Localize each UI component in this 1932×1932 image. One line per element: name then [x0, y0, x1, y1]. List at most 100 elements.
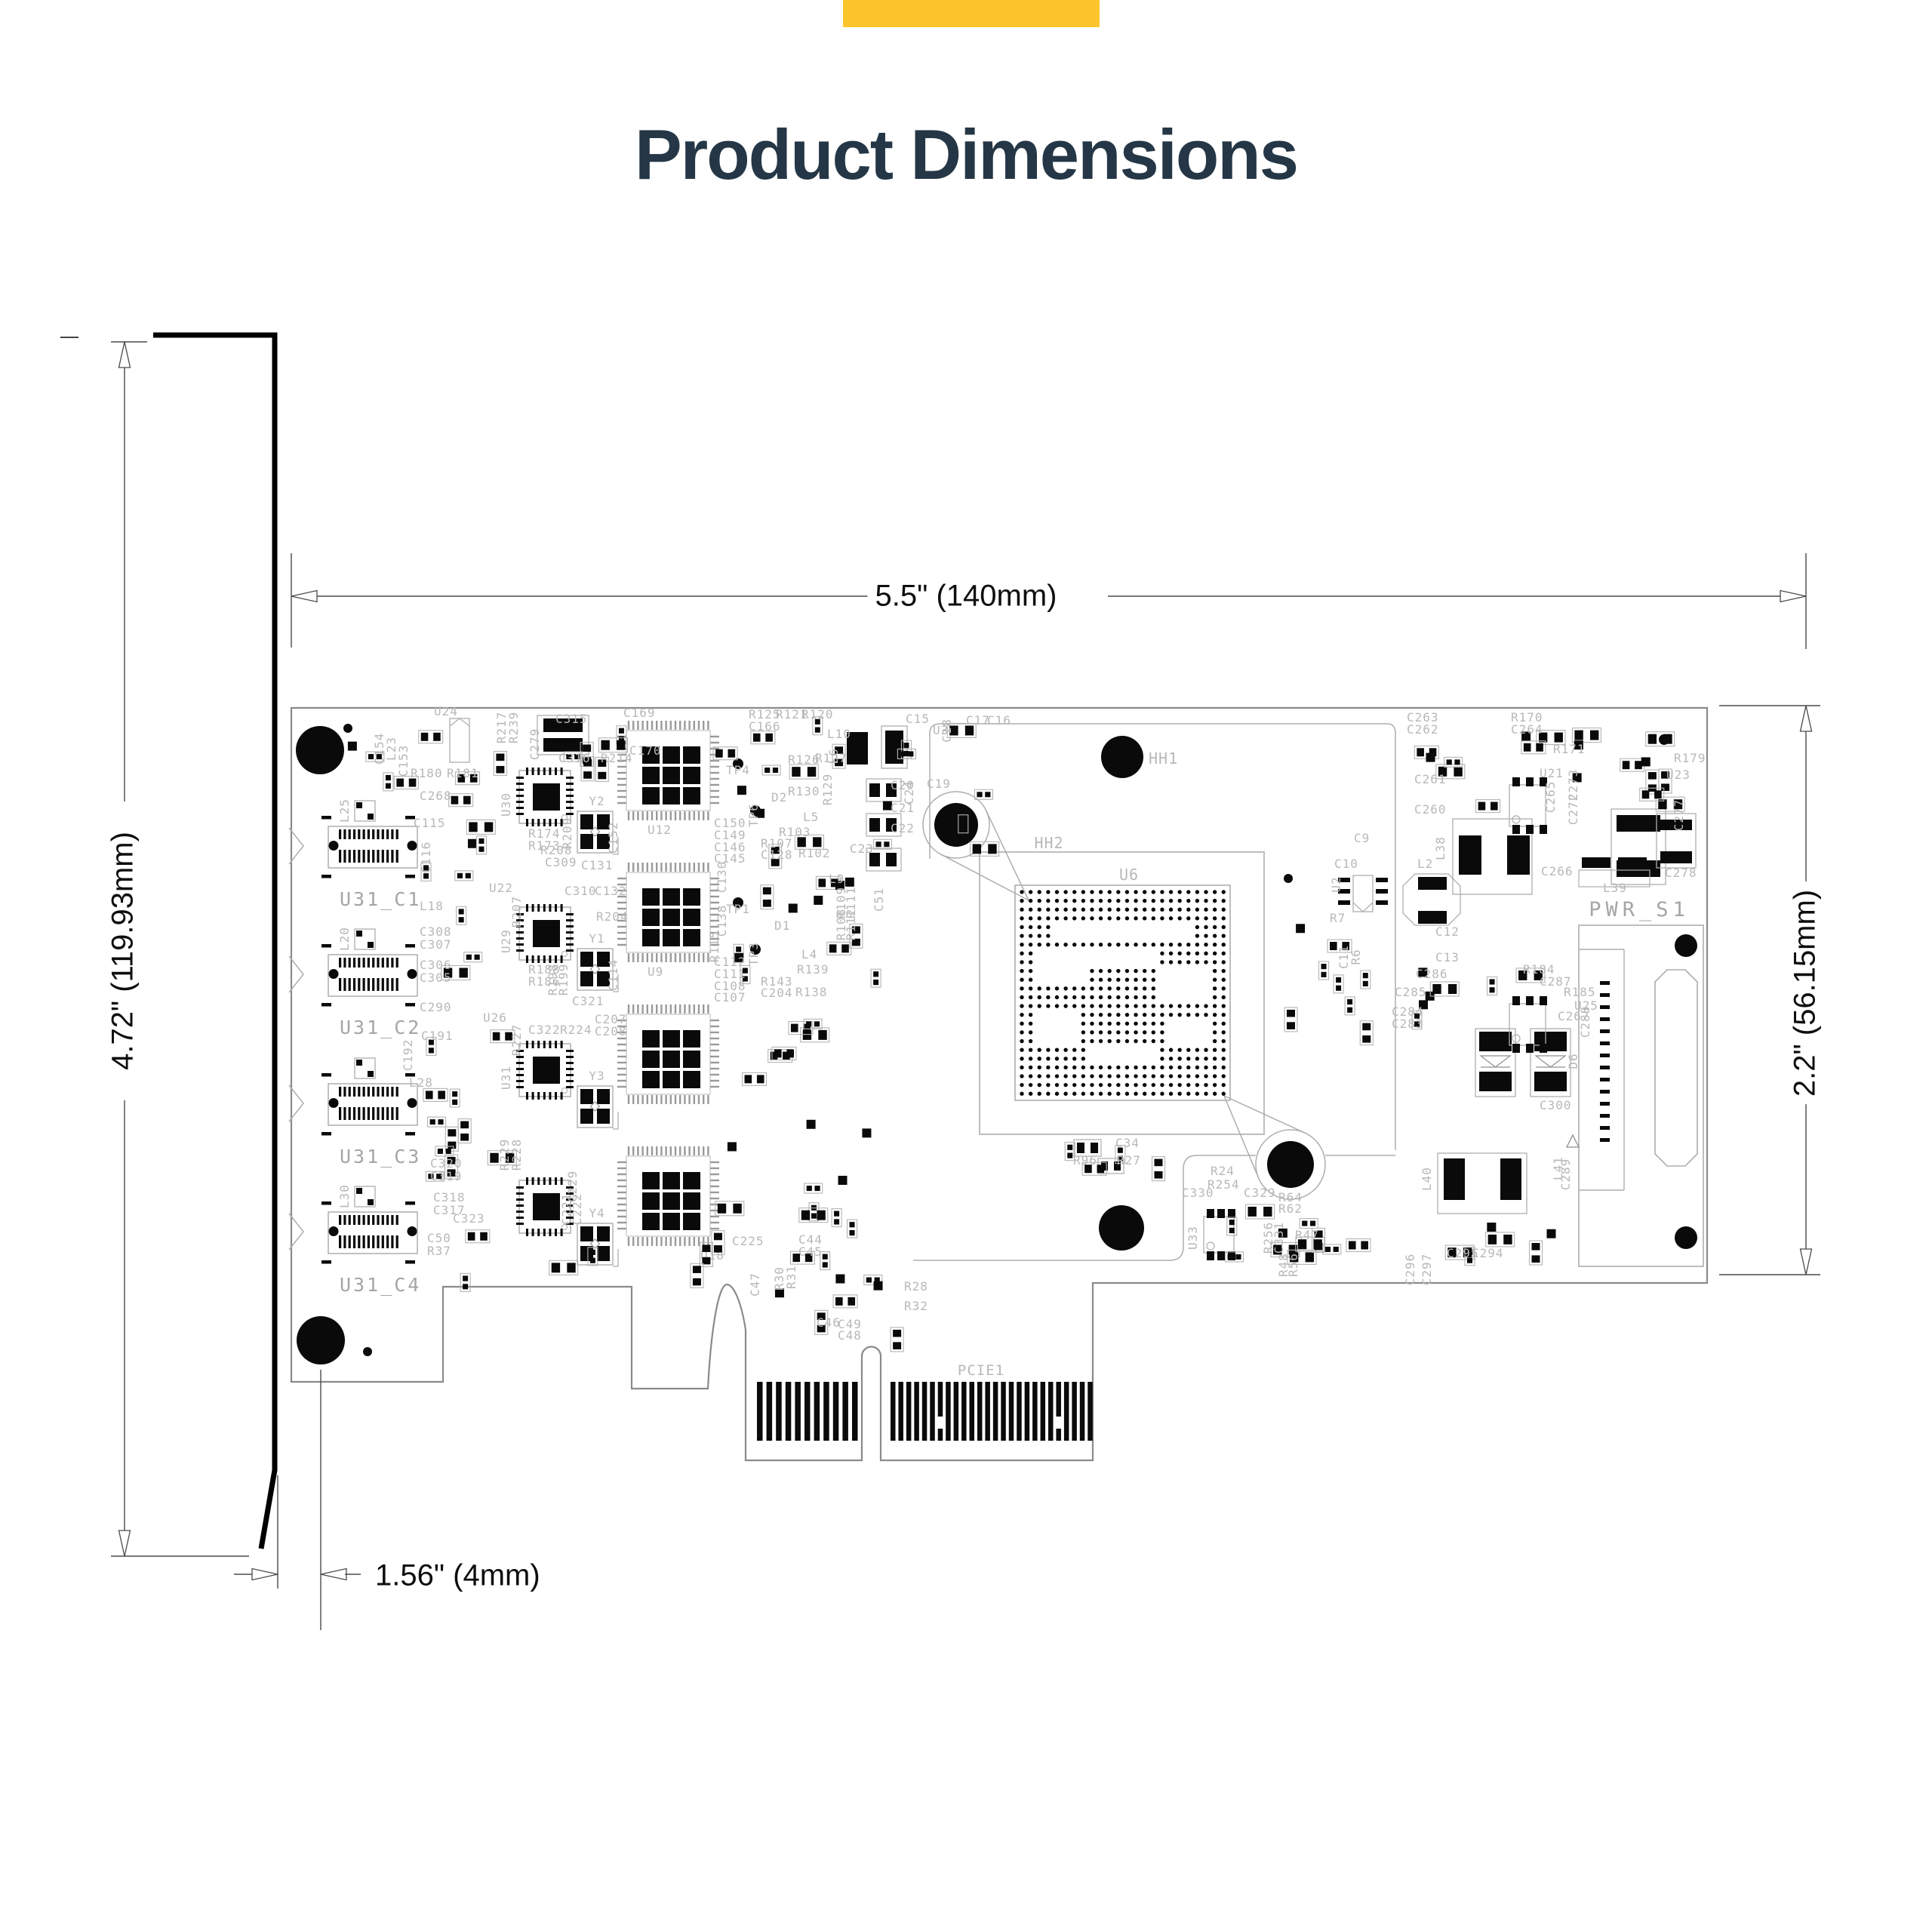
silkscreen-label: C309 — [545, 855, 577, 869]
silkscreen-label: C305 — [420, 971, 452, 985]
silkscreen-label: C286 — [1416, 967, 1448, 981]
silkscreen-label: U23 — [1666, 768, 1690, 782]
silkscreen-label: R115 — [707, 931, 721, 963]
silkscreen-label: C331 — [1272, 1222, 1286, 1254]
silkscreen-label: C287 — [1540, 974, 1572, 989]
usb-port-label: U31_C2 — [340, 1017, 421, 1038]
bga-outline-label: HH2 — [1034, 834, 1063, 852]
silkscreen-label: C285 — [1395, 985, 1427, 999]
silkscreen-label: U22 — [489, 881, 513, 895]
silkscreen-label: R214 — [601, 751, 633, 765]
silkscreen-label: C46 — [817, 1315, 841, 1330]
silkscreen-label: R208 — [540, 843, 573, 857]
silkscreen-label: R185 — [1564, 985, 1596, 999]
silkscreen-label: C265 — [1543, 781, 1558, 814]
soic-chip — [1509, 777, 1547, 834]
silkscreen-label: C330 — [1182, 1186, 1214, 1200]
silkscreen-label: R127 — [815, 751, 848, 765]
silkscreen-label: C19 — [927, 777, 951, 791]
silkscreen-label: R109 — [834, 887, 848, 919]
silkscreen-label: L25 — [337, 798, 352, 823]
silkscreen-label: R107 — [761, 836, 793, 851]
silkscreen-label: R62 — [1278, 1201, 1303, 1216]
usb-port-U31_C3: U31_C3 — [288, 1057, 419, 1168]
silkscreen-label: C192 — [401, 1039, 415, 1072]
usb-port-U31_C4: U31_C4 — [288, 1186, 419, 1296]
silkscreen-label: R48 — [1276, 1253, 1291, 1277]
silkscreen-label: R32 — [904, 1299, 928, 1313]
dimension-height-right-label: 2.2" (56.15mm) — [1788, 881, 1823, 1105]
silkscreen-label: C268 — [420, 789, 452, 803]
silkscreen-label: C9 — [1354, 831, 1370, 845]
crystal-label: Y1 — [589, 931, 605, 946]
silkscreen-label: R138 — [795, 985, 828, 999]
silkscreen-label: C322 — [528, 1023, 561, 1037]
silkscreen-label: L10 — [827, 727, 851, 741]
silkscreen-label: TP6 — [746, 803, 761, 827]
crystal-0: Y2 — [577, 794, 619, 855]
silkscreen-label: C115 — [414, 816, 446, 830]
silkscreen-label: R121 — [776, 707, 808, 721]
silkscreen-label: L18 — [420, 899, 444, 913]
silkscreen-label: R28 — [904, 1279, 928, 1294]
silkscreen-label: R125 — [749, 707, 781, 721]
silkscreen-label: L5 — [803, 810, 819, 824]
silkscreen-label: C295 — [1447, 1246, 1479, 1260]
hole-hh1-label: HH1 — [1149, 749, 1178, 768]
power-connector-pwr-s1: PWR_S1 — [1565, 898, 1704, 1267]
silkscreen-label: R217 — [494, 712, 509, 744]
silkscreen-label: L38 — [1433, 836, 1447, 860]
silkscreen-label: D6 — [1566, 1053, 1580, 1069]
inner-outline — [913, 723, 1396, 1261]
silkscreen-label: R188 — [528, 962, 561, 977]
silkscreen-label: C225 — [732, 1234, 764, 1248]
silkscreen-label: R64 — [1278, 1190, 1303, 1204]
silkscreen-label: R96 — [1073, 1153, 1097, 1168]
silkscreen-label: C191 — [421, 1029, 454, 1043]
usb-port-label: U31_C1 — [340, 888, 421, 910]
silkscreen-label: R204 — [596, 909, 629, 924]
silkscreen-label: L40 — [1420, 1167, 1434, 1191]
passive-components — [347, 716, 1685, 1352]
qfp-chip-0: U12 — [617, 721, 719, 837]
silkscreen-label: R56 — [1286, 1253, 1300, 1277]
silkscreen-label: R224 — [560, 1023, 592, 1037]
silkscreen-label: C317 — [433, 1203, 466, 1217]
silkscreen-label: C277 — [1672, 799, 1686, 832]
silkscreen-label: C288 — [1578, 1006, 1592, 1038]
silkscreen-label: C294 — [1472, 1246, 1504, 1260]
silkscreen-label: C261 — [1414, 772, 1447, 786]
silkscreen-label: C138 — [715, 905, 729, 937]
qfn-chip-3 — [516, 1177, 574, 1236]
silkscreen-label: R130 — [788, 784, 820, 798]
qfn-label: U29 — [499, 929, 513, 953]
silkscreen-label: C17 — [966, 713, 990, 728]
silkscreen-label: C112 — [714, 955, 746, 969]
silkscreen-label: U3 — [933, 723, 949, 737]
silkscreen-label: U21 — [1540, 766, 1564, 780]
crystal-label: Y3 — [589, 1069, 605, 1083]
qfp-chip-2 — [617, 1004, 719, 1104]
silkscreen-label: C221 — [559, 1193, 574, 1226]
silkscreen-label: C229 — [565, 1171, 580, 1203]
silkscreen-label: TP3 — [746, 942, 761, 966]
crystal-label: Y2 — [589, 794, 605, 808]
silkscreen-label: C310 — [565, 884, 597, 898]
silkscreen-label: C116 — [419, 841, 433, 874]
silkscreen-label: C308 — [420, 924, 452, 939]
silkscreen-label: C208 — [595, 1024, 627, 1038]
silkscreen-label: R30 — [772, 1266, 786, 1291]
silkscreen-label: R47 — [1295, 1228, 1319, 1242]
crystal-1: Y1 — [577, 931, 619, 992]
silkscreen-label: C131 — [581, 858, 614, 872]
silkscreen-label: C50 — [427, 1231, 451, 1245]
silkscreen-label: U2 — [1329, 876, 1343, 892]
silkscreen-label: C170 — [629, 743, 662, 758]
silkscreen-label: R186 — [528, 974, 561, 989]
silkscreen-label: U33 — [1186, 1226, 1200, 1250]
crystal-3: Y4 — [577, 1206, 619, 1267]
silkscreen-label: C169 — [623, 706, 656, 720]
